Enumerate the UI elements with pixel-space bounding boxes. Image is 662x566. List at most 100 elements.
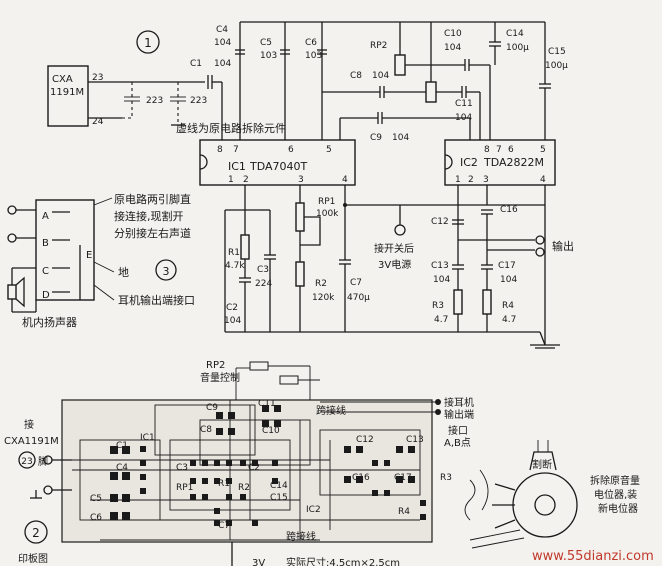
note-speaker: 机内扬声器 <box>22 315 77 329</box>
c12-name: C12 <box>431 217 449 227</box>
c1-value: 104 <box>214 59 231 69</box>
note-original-2: 接连接,现割开 <box>114 209 184 223</box>
ic2-part: TDA2822M <box>483 156 544 169</box>
ic2-box <box>444 139 556 186</box>
cxa-pin-23: 23 <box>92 73 103 83</box>
ic1-label: IC1 <box>228 160 246 173</box>
c10-name: C10 <box>444 29 462 39</box>
pcb-label-c3: C3 <box>176 463 188 473</box>
c9-name: C9 <box>370 133 382 143</box>
c4-name: C4 <box>216 25 228 35</box>
ic1-box <box>199 139 356 186</box>
ic2-pin-7: 7 <box>496 145 502 155</box>
note-original-3: 分别接左右声道 <box>114 226 191 240</box>
ic1-pin-5: 5 <box>326 145 332 155</box>
pcb-label-c6: C6 <box>90 513 102 523</box>
pcb-jumper-2: 跨接线 <box>286 530 316 543</box>
ic2-pin-6: 6 <box>508 145 514 155</box>
pcb-connect: 接 <box>24 418 34 431</box>
c7-name: C7 <box>350 278 362 288</box>
pcb-supply: 3V <box>252 558 265 566</box>
cxa1191m-box <box>47 65 89 127</box>
jack-c: C <box>42 266 49 277</box>
ic1-pin-6: 6 <box>288 145 294 155</box>
c1-name: C1 <box>190 59 202 69</box>
jack-b: B <box>42 238 49 249</box>
pcb-label-c14: C14 <box>270 481 288 491</box>
c11-name: C11 <box>455 99 473 109</box>
cap-223-b-value: 223 <box>190 96 207 106</box>
ic2-pin-3: 3 <box>483 175 489 185</box>
figure-marker-2 <box>24 520 48 544</box>
jack-e: E <box>86 250 92 261</box>
pcb-label-c9: C9 <box>206 403 218 413</box>
pcb-label-c11: C11 <box>258 399 276 409</box>
pcb-label-r3: R3 <box>440 473 452 483</box>
pcb-rp2-label: RP2 <box>206 360 225 371</box>
ic1-pin-7: 7 <box>233 145 239 155</box>
c3-name: C3 <box>257 265 269 275</box>
figure-marker-3 <box>155 259 177 281</box>
c8-value: 104 <box>372 71 389 81</box>
output-terminal-a <box>535 235 545 245</box>
note-power: 接开关后 <box>374 242 414 255</box>
ic2-pin-8: 8 <box>484 145 490 155</box>
figure-marker-2-text: 2 <box>32 526 40 540</box>
pcb-caption: 印板图 <box>18 552 48 565</box>
c4-value: 104 <box>214 38 231 48</box>
c13-value: 104 <box>433 275 450 285</box>
jack-a: A <box>42 211 49 222</box>
ic2-pin-1: 1 <box>455 175 461 185</box>
pcb-label-c15: C15 <box>270 493 288 503</box>
c10-value: 104 <box>444 43 461 53</box>
pcb-label-c7: C7 <box>218 521 230 531</box>
r2-name: R2 <box>315 279 327 289</box>
pcb-cxa-chip: CXA1191M <box>4 436 59 447</box>
pcb-jack-port: 接口 <box>448 424 468 437</box>
c14-name: C14 <box>506 29 524 39</box>
pcb-label-r4: R4 <box>398 507 410 517</box>
ic2-pin-5: 5 <box>540 145 546 155</box>
pcb-pads <box>110 405 426 526</box>
note-remove-2: 电位器,装 <box>594 488 637 501</box>
pcb-label-c17: C17 <box>394 473 412 483</box>
c6-value: 103 <box>305 51 322 61</box>
note-ground: 地 <box>118 266 129 279</box>
c15-value: 100μ <box>545 61 568 71</box>
pcb-component-labels: C9 C11 C10 C8 IC1 C1 C4 C5 C6 C3 C2 RP1 … <box>90 399 452 531</box>
r4-value: 4.7 <box>502 315 516 325</box>
r1-name: R1 <box>228 248 240 258</box>
ic1-pin-2: 2 <box>243 175 249 185</box>
speaker-icon <box>7 284 17 300</box>
note-dashed-removed: 虚线为原电路拆除元件 <box>176 121 286 135</box>
ic2-pin-2: 2 <box>468 175 474 185</box>
note-earphone: 耳机输出端接口 <box>118 293 195 307</box>
pcb-jumper-1: 跨接线 <box>316 404 346 417</box>
power-terminal <box>394 224 406 236</box>
pcb-label-c4: C4 <box>116 463 128 473</box>
c7-value: 470μ <box>347 293 370 303</box>
potentiometer-sketch <box>464 440 578 549</box>
pcb-label-c10: C10 <box>262 426 280 436</box>
note-remove-1: 拆除原音量 <box>590 474 640 487</box>
pcb-pin-number: 23 <box>21 457 32 467</box>
note-output: 输出 <box>552 239 574 253</box>
c15-name: C15 <box>548 47 566 57</box>
r3-value: 4.7 <box>434 315 448 325</box>
earphone-jack-box <box>35 199 95 301</box>
c16-name: C16 <box>500 205 518 215</box>
ic1-pin-4: 4 <box>342 175 348 185</box>
pcb-label-c8: C8 <box>200 425 212 435</box>
c3-value: 224 <box>255 279 272 289</box>
c17-value: 104 <box>500 275 517 285</box>
ic2-pin-4: 4 <box>540 175 546 185</box>
c9-value: 104 <box>392 133 409 143</box>
r2-value: 120k <box>312 293 335 303</box>
pcb-label-c5: C5 <box>90 494 102 504</box>
c5-name: C5 <box>260 38 272 48</box>
note-remove-3: 新电位器 <box>598 502 638 515</box>
ic2-label: IC2 <box>460 156 478 169</box>
c11-value: 104 <box>455 113 472 123</box>
